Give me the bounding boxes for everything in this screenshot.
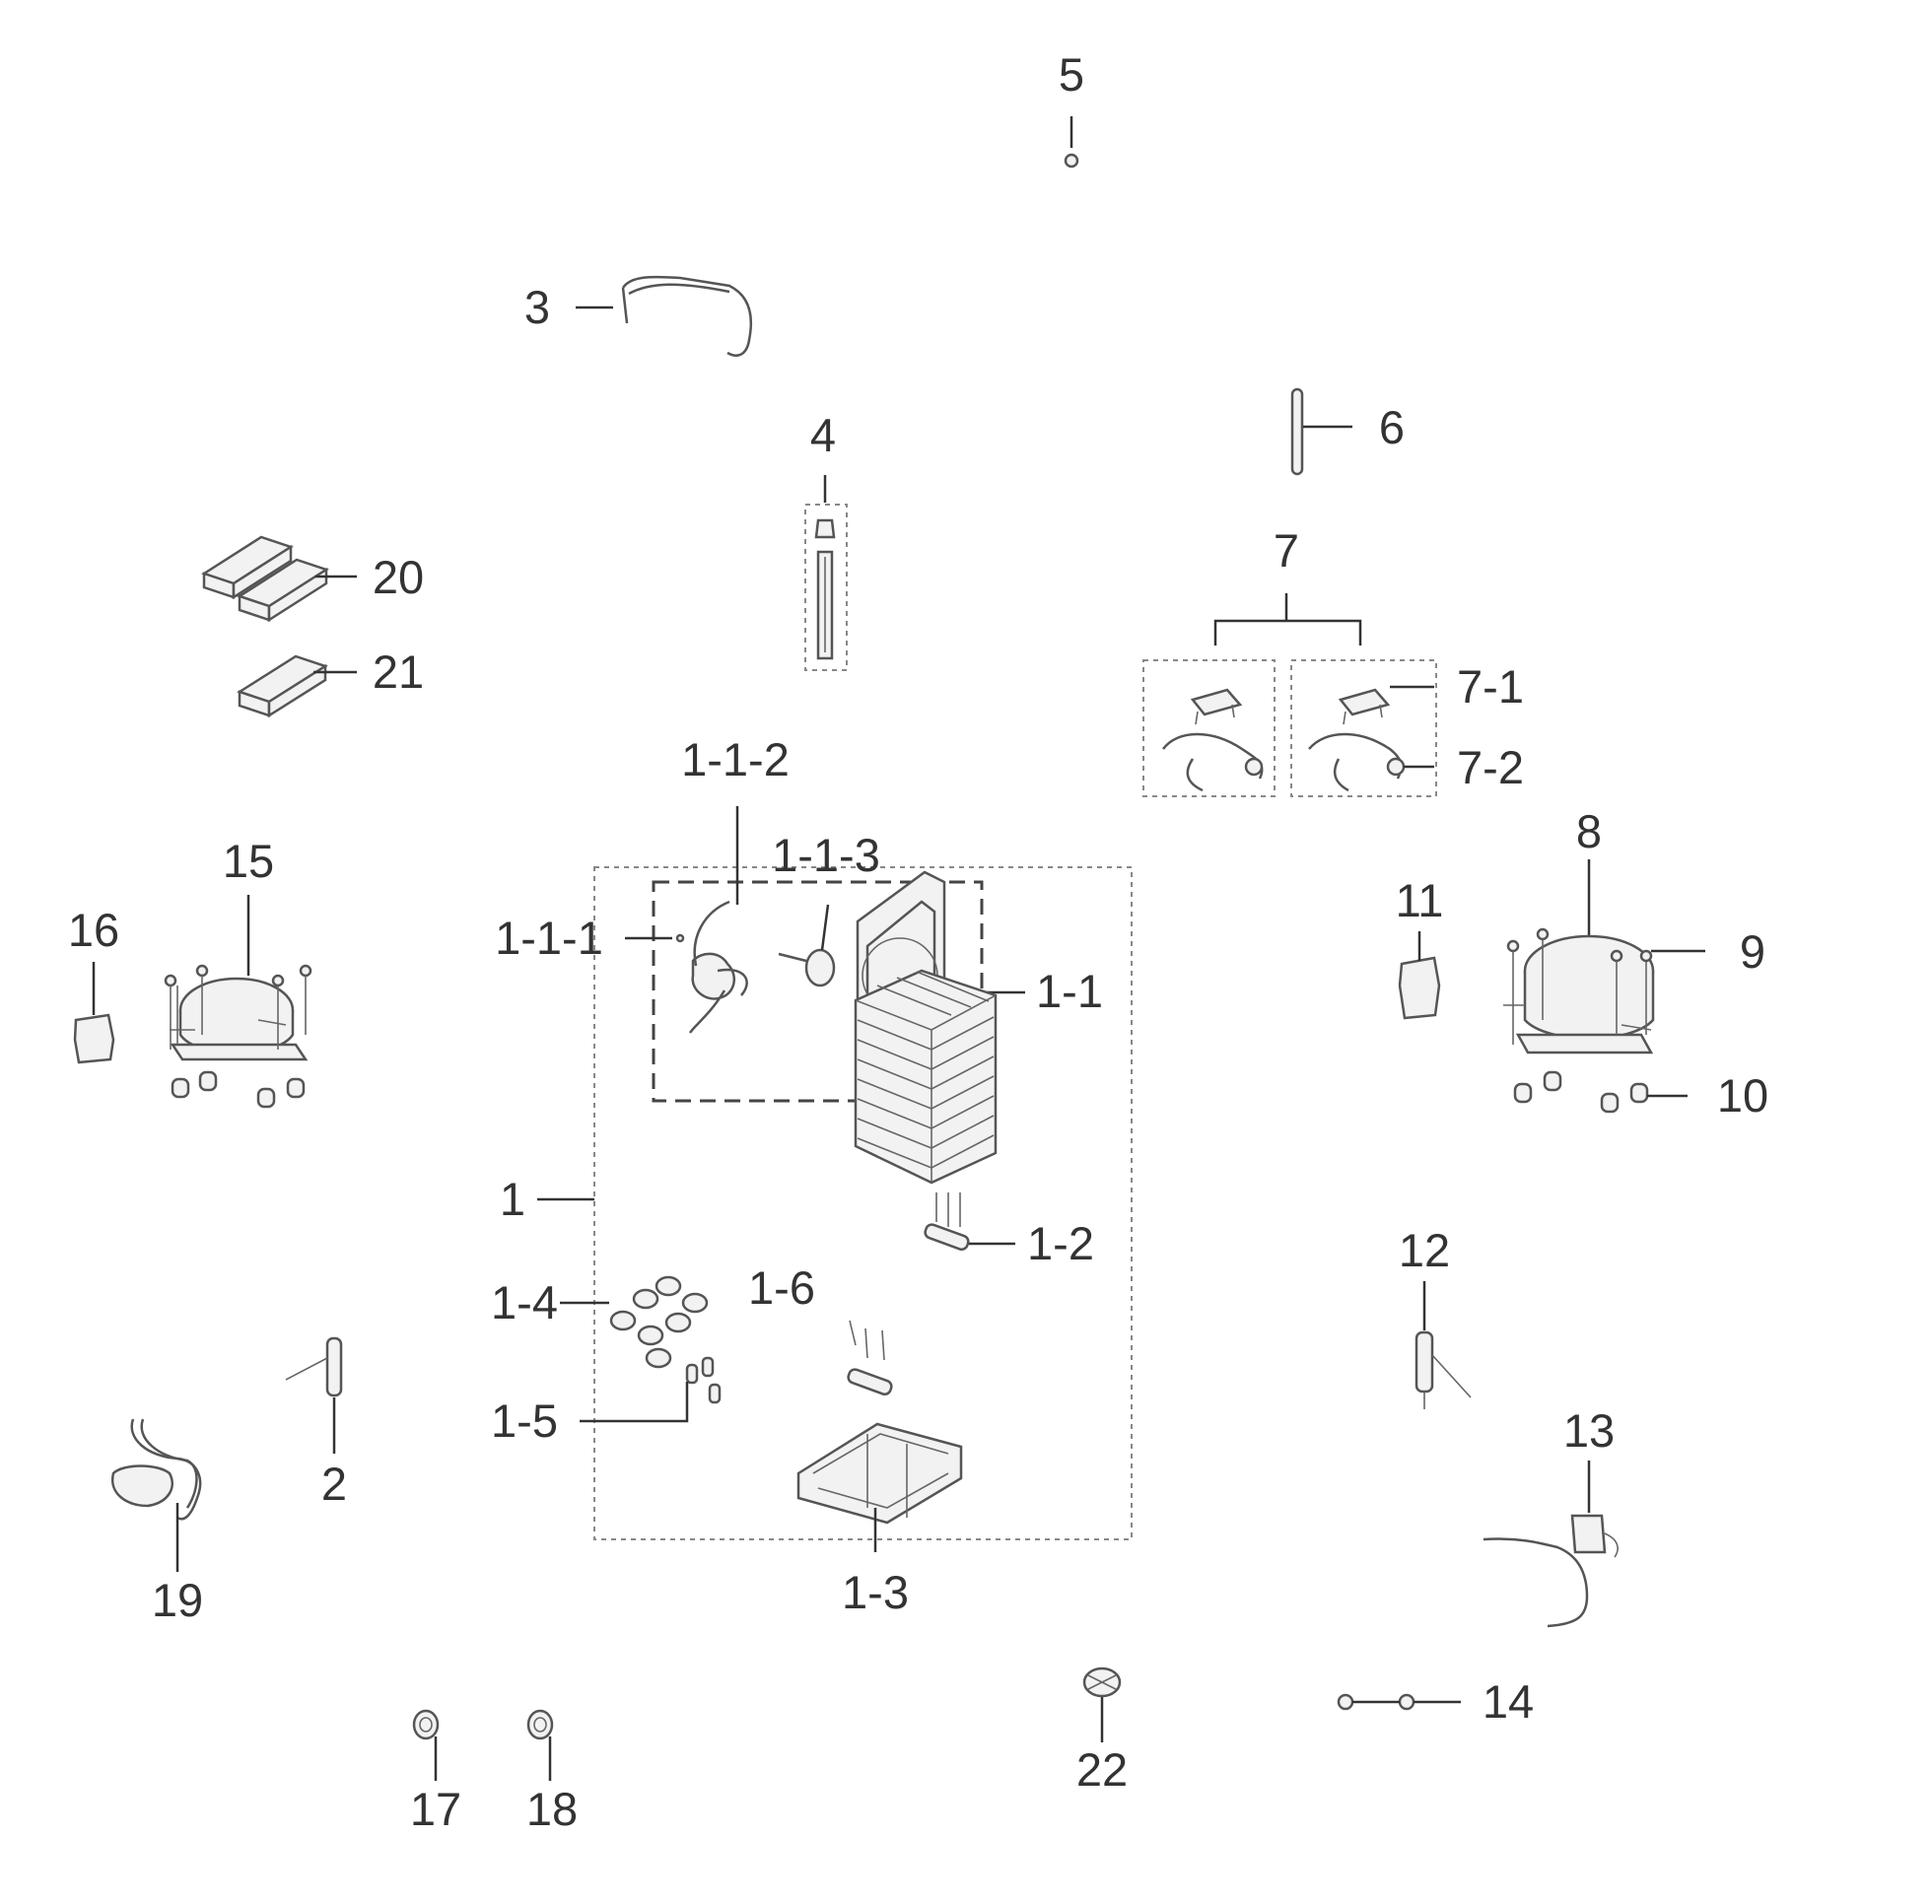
label-1-5: 1-5 [491,1394,558,1447]
part-5-nut [1064,116,1079,169]
label-7: 7 [1274,524,1299,577]
part-3-tube [576,275,753,357]
part-12-sensor [1414,1281,1472,1409]
part-7-harness-group [1142,593,1437,797]
label-9: 9 [1740,925,1765,978]
label-17: 17 [410,1783,461,1835]
part-14-fitting [1337,1693,1461,1711]
label-1-1-2: 1-1-2 [681,733,790,785]
part-22-clip [1082,1666,1122,1742]
label-7-2: 7-2 [1457,741,1524,793]
part-11-relay [1398,931,1441,1020]
part-1-4-grommets [609,1275,709,1369]
label-2: 2 [321,1458,347,1510]
label-1-1-3: 1-1-3 [772,829,880,881]
part-21-insulation-block [237,654,357,718]
label-19: 19 [152,1574,203,1626]
label-21: 21 [373,646,424,698]
part-20-insulation-blocks [201,535,357,623]
label-1-3: 1-3 [842,1566,909,1618]
label-5: 5 [1059,48,1084,101]
label-4: 4 [810,409,836,461]
label-10: 10 [1717,1069,1768,1122]
label-7-1: 7-1 [1457,660,1524,713]
part-15-compressor [164,895,312,1109]
part-17-grommet [412,1709,440,1781]
label-1-4: 1-4 [491,1276,558,1328]
part-8-compressor [1503,859,1705,1114]
label-6: 6 [1379,401,1405,453]
label-13: 13 [1563,1404,1615,1457]
label-1: 1 [500,1173,525,1225]
label-1-2: 1-2 [1027,1217,1094,1269]
label-1-1: 1-1 [1036,965,1103,1017]
label-18: 18 [526,1783,578,1835]
label-15: 15 [223,835,274,887]
label-22: 22 [1076,1743,1128,1796]
part-13-valve [1483,1461,1619,1628]
part-18-grommet [526,1709,554,1781]
label-14: 14 [1483,1675,1534,1728]
label-11: 11 [1396,874,1444,926]
label-1-1-1: 1-1-1 [495,912,603,964]
part-16-relay [73,962,115,1064]
part-1-evaporator-assembly [537,806,1133,1552]
label-3: 3 [524,281,550,333]
label-20: 20 [373,551,424,603]
label-12: 12 [1399,1224,1450,1276]
part-6-sensor [1290,387,1352,476]
label-16: 16 [68,904,119,956]
label-1-6: 1-6 [748,1261,815,1314]
part-4-sensor-assembly [804,475,848,671]
part-19-capillary [110,1418,202,1572]
label-8: 8 [1576,805,1602,857]
part-2-drier [285,1336,343,1454]
